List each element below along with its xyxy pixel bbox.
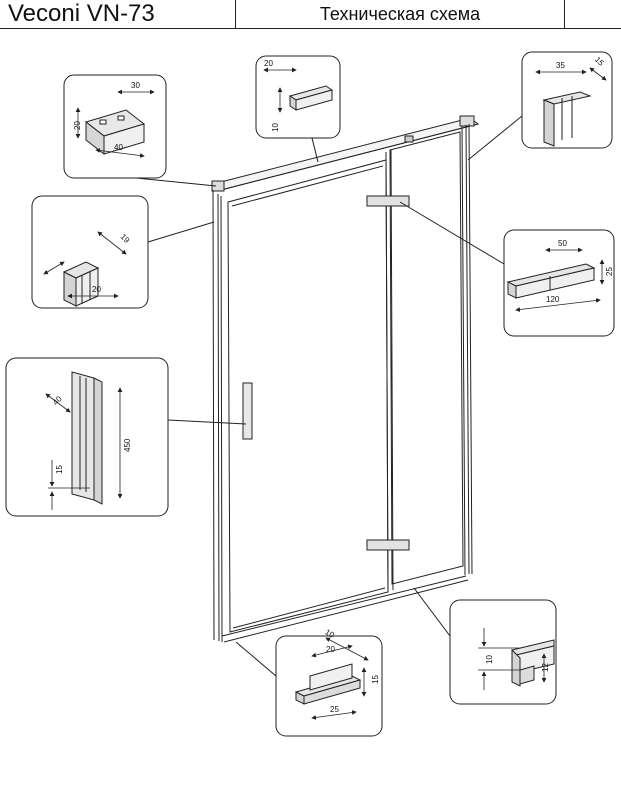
right-wall-profile xyxy=(461,123,473,576)
fixed-panel xyxy=(389,131,464,585)
callout-top-profile: 20 10 xyxy=(255,55,341,139)
dim-label: 50 xyxy=(558,239,567,248)
dim-label: 35 xyxy=(556,61,565,70)
callout-bottom-right-seal: 10 12 xyxy=(449,599,557,705)
shower-door xyxy=(211,115,480,643)
dim-label: 15 xyxy=(371,675,380,684)
upper-hinge xyxy=(366,195,410,207)
dim-label: 20 xyxy=(92,285,101,294)
model-name: Veconi VN-73 xyxy=(0,0,236,29)
dim-label: 10 xyxy=(271,123,280,132)
dim-label: 120 xyxy=(546,295,560,304)
dim-label: 25 xyxy=(330,705,339,714)
callout-top-left-bracket: 30 20 40 xyxy=(63,74,167,179)
top-rail xyxy=(211,117,480,191)
left-wall-profile xyxy=(212,189,223,643)
callout-left-wall-profile: 19 20 xyxy=(31,195,149,309)
dim-label: 40 xyxy=(114,143,123,152)
dim-label: 450 xyxy=(123,438,132,452)
callout-top-right-profile: 35 15 xyxy=(521,51,613,149)
callout-bottom-left-foot: 10 20 15 25 xyxy=(275,627,383,737)
door-handle xyxy=(242,382,253,440)
dim-label: 20 xyxy=(326,645,335,654)
dim-label: 15 xyxy=(55,465,64,474)
bottom-seal xyxy=(221,575,469,643)
top-right-cap xyxy=(459,115,475,127)
dim-label: 30 xyxy=(131,81,140,90)
callout-hinge: 50 25 120 xyxy=(503,229,615,337)
dim-label: 20 xyxy=(73,121,82,130)
leader-lines xyxy=(135,115,523,677)
dim-label: 20 xyxy=(264,59,273,68)
dim-label: 25 xyxy=(605,267,614,276)
dim-label: 12 xyxy=(541,663,550,672)
title-block-empty-cell xyxy=(564,0,621,29)
dim-label: 10 xyxy=(485,655,494,664)
title-block: Veconi VN-73 Техническая схема xyxy=(0,0,621,30)
callout-handle: 40 450 15 xyxy=(5,357,169,517)
lower-hinge xyxy=(366,539,410,551)
